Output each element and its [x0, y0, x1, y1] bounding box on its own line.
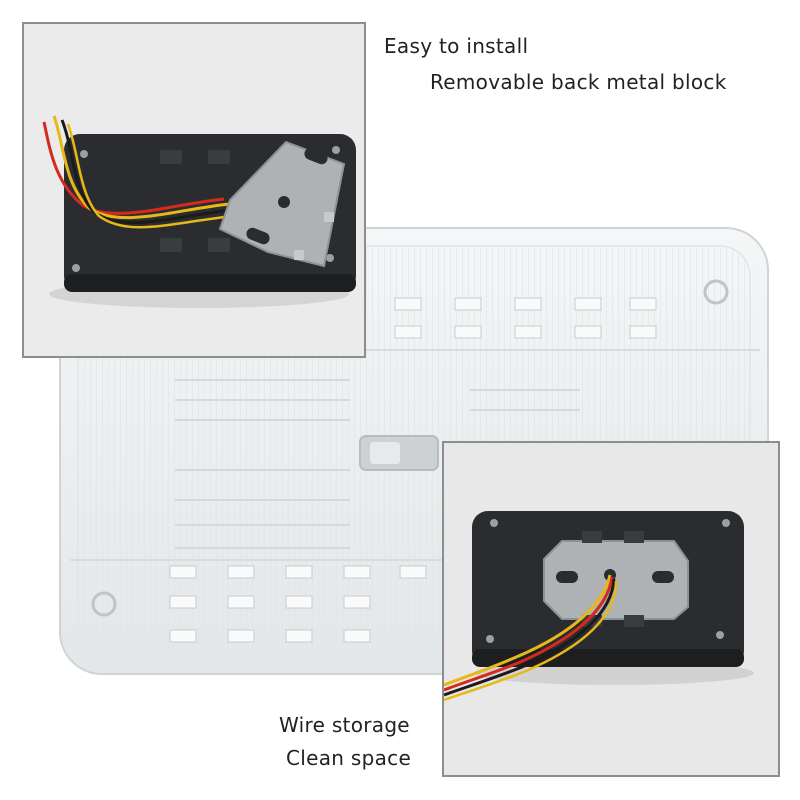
circuit-traces — [175, 379, 580, 549]
metal-block — [543, 540, 689, 620]
inset-wire-storage-photo — [442, 441, 780, 777]
led-row-top — [394, 297, 657, 339]
caption-removable-back-metal-block: Removable back metal block — [430, 70, 727, 94]
caption-easy-to-install: Easy to install — [384, 34, 529, 58]
led-row-bottom — [169, 565, 427, 643]
caption-clean-space: Clean space — [286, 746, 412, 770]
screw-icon — [91, 279, 729, 617]
inset-install-photo — [22, 22, 366, 358]
caption-wire-storage: Wire storage — [279, 713, 410, 737]
